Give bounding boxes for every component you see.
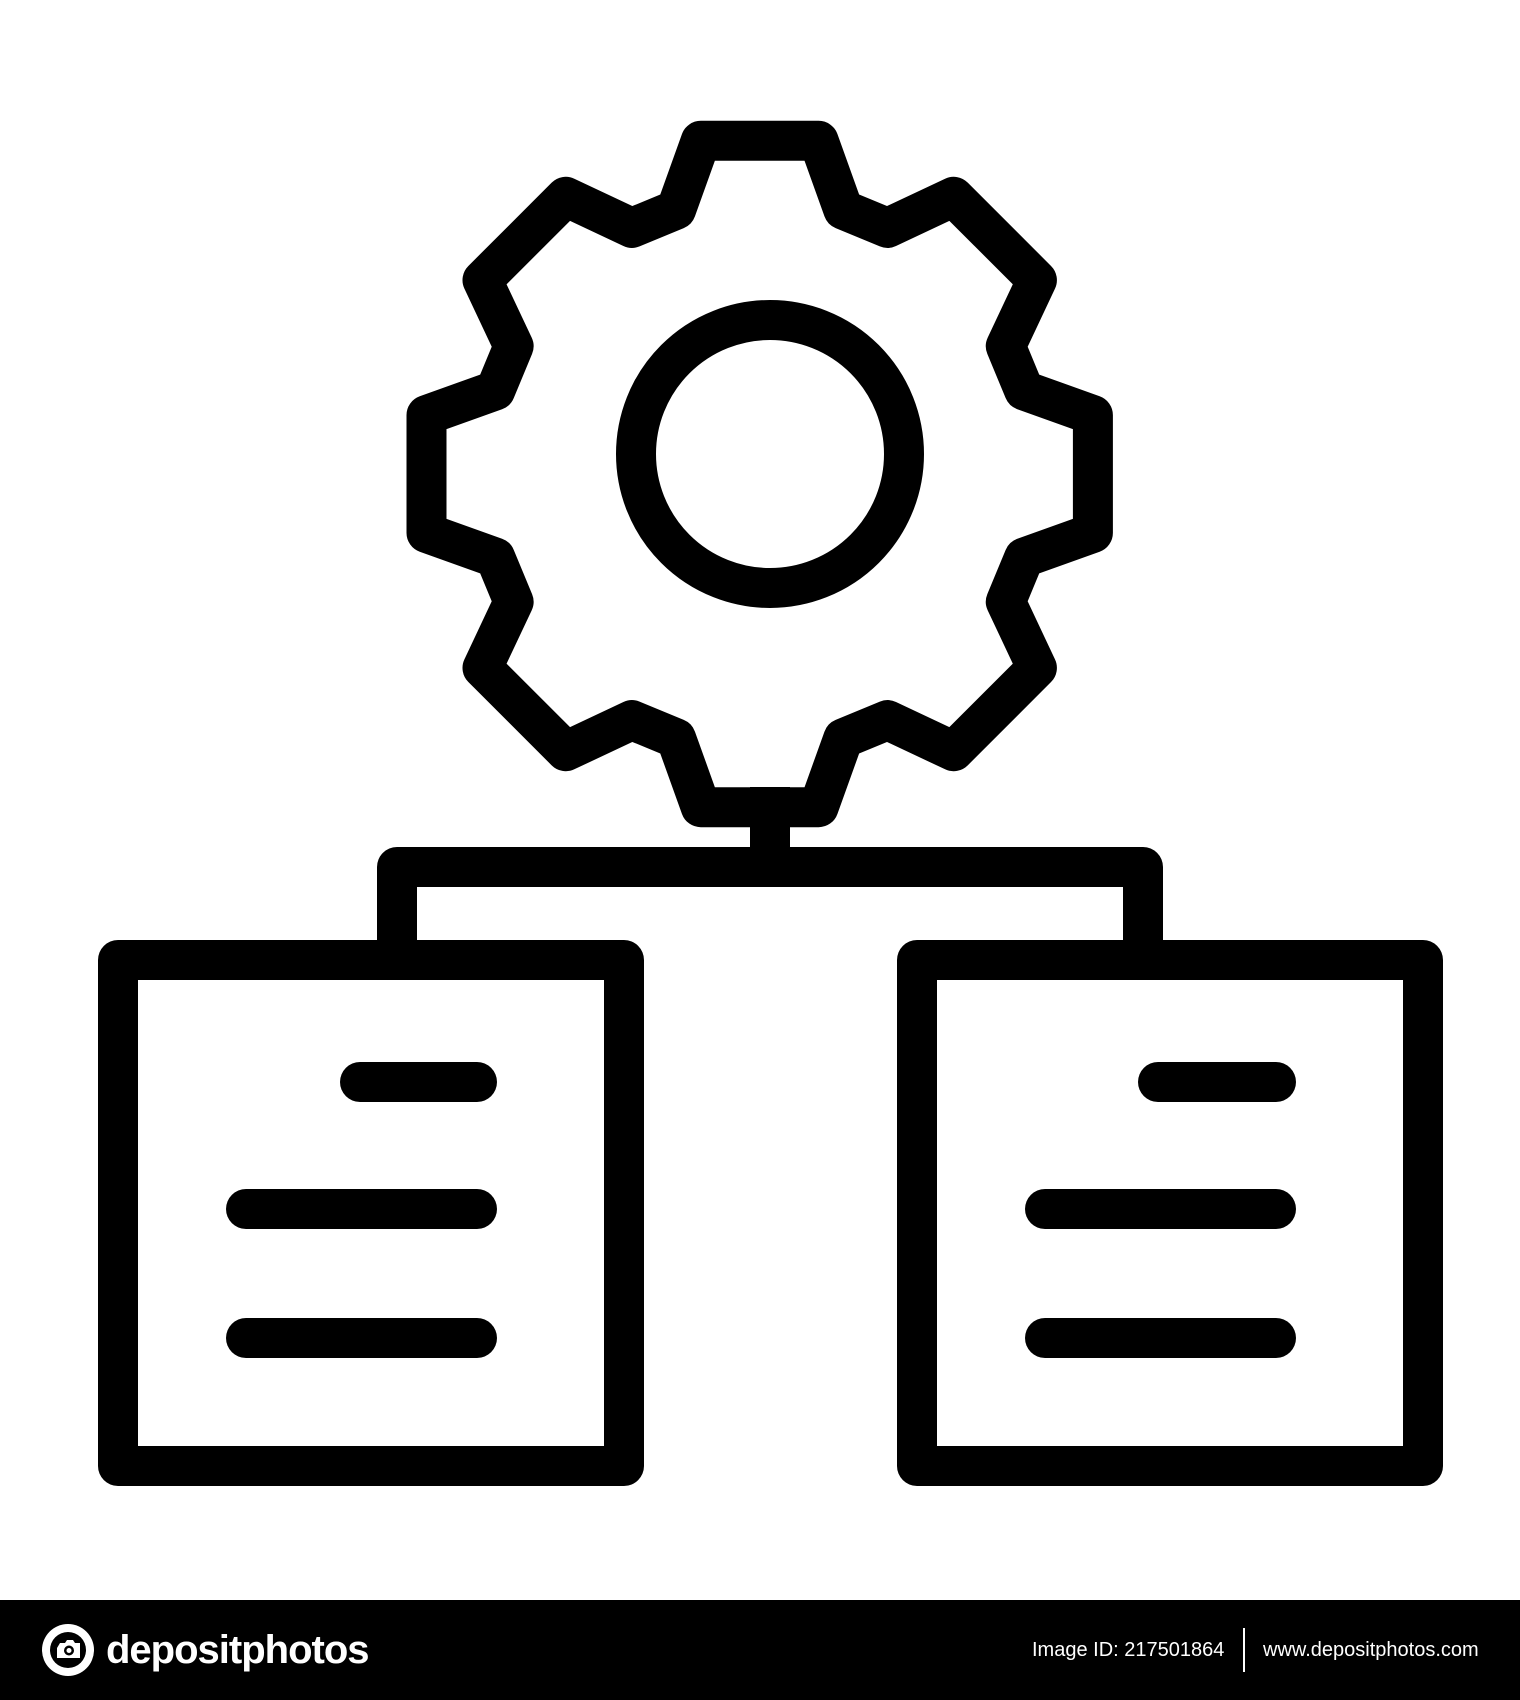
document-frame: [98, 940, 644, 1486]
gear-icon: [406, 120, 1113, 828]
footer-bar: depositphotos Image ID: 217501864 www.de…: [0, 1600, 1520, 1700]
brand-name: depositphotos: [106, 1628, 370, 1672]
depositphotos-logo-icon: [42, 1624, 94, 1676]
image-id-label: Image ID: 217501864: [1032, 1639, 1225, 1661]
footer-divider: [1243, 1628, 1245, 1672]
gear-hub: [616, 300, 924, 608]
document-icon: [98, 940, 644, 1486]
site-url-link[interactable]: www.depositphotos.com: [1263, 1639, 1479, 1661]
document-frame: [897, 940, 1443, 1486]
document-icon: [897, 940, 1443, 1486]
gear-documents-illustration: [98, 120, 1443, 1486]
hierarchy-connector: [377, 787, 1163, 980]
gear-outline: [406, 120, 1113, 828]
